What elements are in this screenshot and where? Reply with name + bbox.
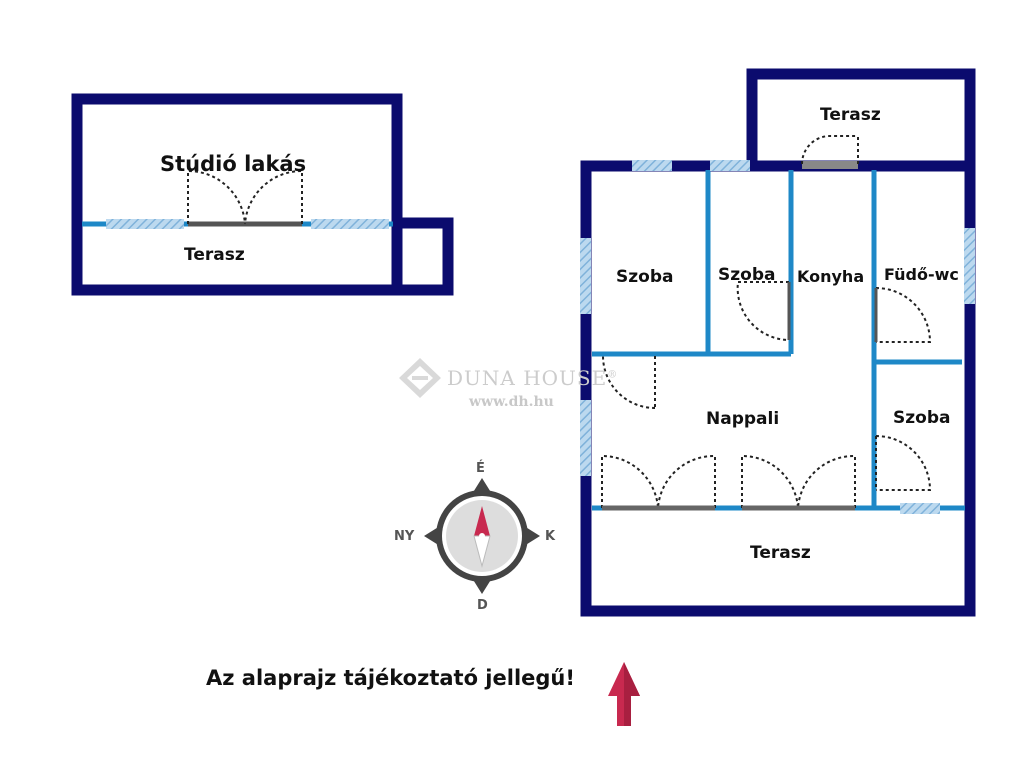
- main-unit-plan: [580, 68, 976, 617]
- window-terrace-bottom: [900, 503, 940, 514]
- window-left-1: [580, 238, 591, 314]
- door-room-1: [602, 355, 656, 409]
- studio-door-swing-left: [187, 169, 246, 225]
- compass-icon: [424, 478, 540, 594]
- door-bath: [875, 287, 932, 343]
- window-top-1: [632, 160, 672, 171]
- room-label-bath-wc: Füdő-wc: [884, 265, 959, 284]
- door-room-3: [875, 435, 932, 491]
- compass-north-label: É: [476, 461, 485, 476]
- watermark-brand: DUNA HOUSE®: [447, 366, 619, 390]
- room-label-room-2: Szoba: [718, 265, 776, 285]
- living-terrace-doors-left: [601, 454, 716, 509]
- top-terrace-door-swing: [801, 135, 859, 165]
- window-left-2: [580, 400, 591, 476]
- top-terrace-door-threshold: [802, 161, 858, 169]
- compass-east-label: K: [545, 529, 556, 544]
- top-terrace-wall: [746, 68, 976, 166]
- door-room-2: [736, 281, 790, 341]
- room-label-terrace-top: Terasz: [820, 105, 881, 125]
- window-top-2: [710, 160, 750, 171]
- duna-house-logo-icon: [399, 358, 441, 398]
- room-label-kitchen: Konyha: [797, 267, 865, 286]
- disclaimer-text: Az alaprajz tájékoztató jellegű!: [206, 666, 575, 690]
- studio-window-right: [311, 219, 389, 229]
- room-label-terrace-bottom: Terasz: [750, 543, 811, 563]
- studio-window-left: [106, 219, 184, 229]
- room-label-room-1: Szoba: [616, 267, 674, 287]
- room-label-living: Nappali: [706, 409, 780, 429]
- studio-title: Stúdió lakás: [160, 152, 307, 176]
- compass-south-label: D: [477, 598, 488, 613]
- studio-terrace-label: Terasz: [184, 245, 245, 265]
- compass-west-label: NY: [394, 529, 415, 544]
- living-terrace-doors-right: [741, 454, 856, 509]
- studio-door-swing-right: [244, 169, 303, 225]
- studio-plan: [71, 93, 454, 296]
- room-label-room-3: Szoba: [893, 408, 951, 428]
- window-right-1: [964, 228, 975, 304]
- north-arrow-icon: [608, 662, 640, 726]
- watermark-url: www.dh.hu: [469, 394, 554, 410]
